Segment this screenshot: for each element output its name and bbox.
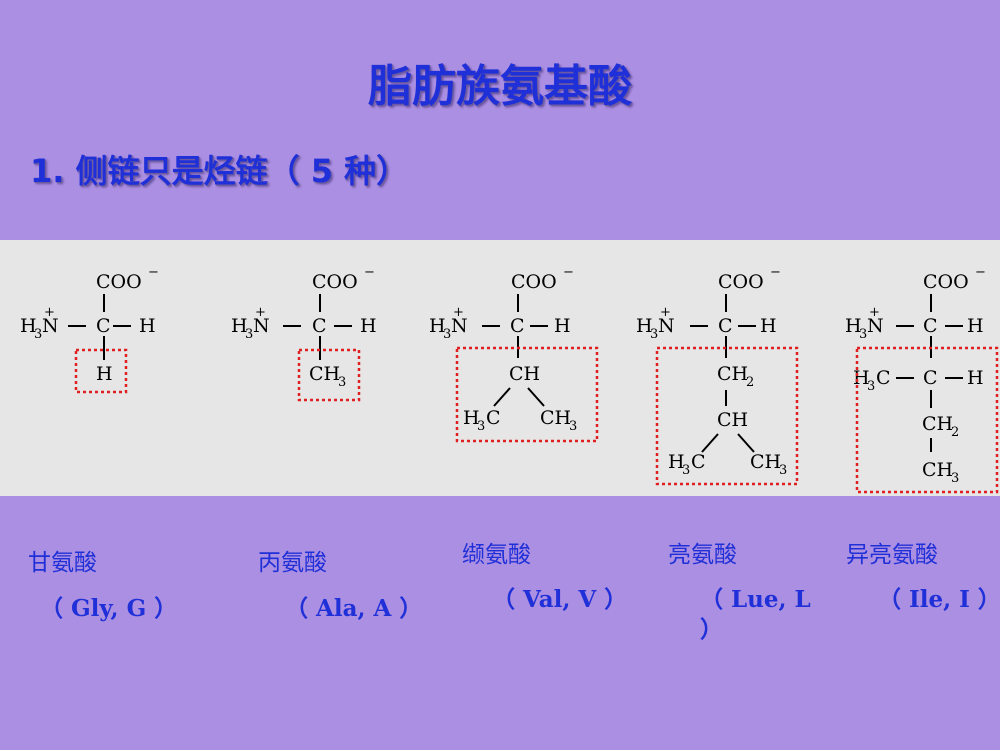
aa-name-leu: 亮氨酸 [668,542,737,568]
svg-text:H: H [853,367,870,389]
aa-abbr-ile: （ Ile, I ） [878,586,1000,613]
svg-text:−: − [975,265,986,280]
svg-text:H: H [360,315,377,337]
slide-subtitle: 1. 侧链只是烃链（ 5 种） [30,152,409,190]
svg-text:H: H [139,315,156,337]
svg-text:H: H [96,363,113,385]
svg-text:3: 3 [779,463,787,478]
svg-text:C: C [510,315,525,337]
svg-text:COO: COO [312,271,358,293]
svg-text:3: 3 [443,327,451,342]
svg-text:H: H [463,407,480,429]
svg-text:N: N [867,315,884,337]
svg-text:C: C [691,451,706,473]
svg-text:3: 3 [569,419,577,434]
svg-text:CH: CH [309,363,340,385]
svg-text:3: 3 [245,327,253,342]
svg-text:3: 3 [34,327,42,342]
svg-text:C: C [718,315,733,337]
svg-text:H: H [429,315,446,337]
svg-text:H: H [845,315,862,337]
slide-title: 脂肪族氨基酸 [368,61,632,112]
svg-text:3: 3 [338,375,346,390]
aa-abbr-ala: （ Ala, A ） [285,595,423,622]
svg-text:+: + [44,305,55,320]
side-chain-box-val [455,346,599,443]
svg-text:H: H [668,451,685,473]
svg-text:H: H [967,315,984,337]
svg-text:COO: COO [923,271,969,293]
svg-text:+: + [660,305,671,320]
svg-text:C: C [96,315,111,337]
svg-text:CH: CH [750,451,781,473]
svg-text:COO: COO [718,271,764,293]
svg-text:C: C [486,407,501,429]
svg-text:H: H [231,315,248,337]
svg-text:COO: COO [511,271,557,293]
svg-text:CH: CH [540,407,571,429]
side-chain-box-gly [74,348,128,394]
svg-text:2: 2 [746,375,754,390]
svg-text:CH: CH [717,363,748,385]
svg-text:CH: CH [922,459,953,481]
svg-text:−: − [770,265,781,280]
svg-text:3: 3 [951,471,959,486]
svg-text:+: + [255,305,266,320]
svg-text:3: 3 [650,327,658,342]
svg-text:C: C [923,315,938,337]
svg-text:−: − [563,265,574,280]
svg-text:CH: CH [717,409,748,431]
svg-text:+: + [453,305,464,320]
svg-text:+: + [869,305,880,320]
svg-text:C: C [312,315,327,337]
svg-text:N: N [42,315,59,337]
svg-text:N: N [658,315,675,337]
aa-abbr-leu: （ Lue, L ） [700,586,811,643]
svg-text:CH: CH [922,413,953,435]
svg-text:2: 2 [951,425,959,440]
svg-text:H: H [967,367,984,389]
aa-name-gly: 甘氨酸 [28,550,97,576]
aa-name-val: 缬氨酸 [462,542,531,568]
aa-name-ile: 异亮氨酸 [846,542,938,568]
svg-text:CH: CH [509,363,540,385]
svg-text:H: H [20,315,37,337]
svg-text:C: C [876,367,891,389]
svg-text:H: H [760,315,777,337]
svg-text:C: C [923,367,938,389]
aa-abbr-gly: （ Gly, G ） [40,595,178,622]
svg-text:H: H [636,315,653,337]
aa-abbr-val: （ Val, V ） [492,586,628,613]
svg-text:−: − [364,265,375,280]
svg-text:N: N [451,315,468,337]
svg-text:3: 3 [477,419,485,434]
side-chain-box-ile [855,346,999,494]
svg-text:H: H [554,315,571,337]
svg-text:−: − [148,265,159,280]
svg-text:3: 3 [682,463,690,478]
svg-text:3: 3 [867,379,875,394]
aa-name-ala: 丙氨酸 [258,550,327,576]
svg-text:COO: COO [96,271,142,293]
svg-text:3: 3 [859,327,867,342]
svg-text:N: N [253,315,270,337]
side-chain-box-ala [297,348,361,402]
